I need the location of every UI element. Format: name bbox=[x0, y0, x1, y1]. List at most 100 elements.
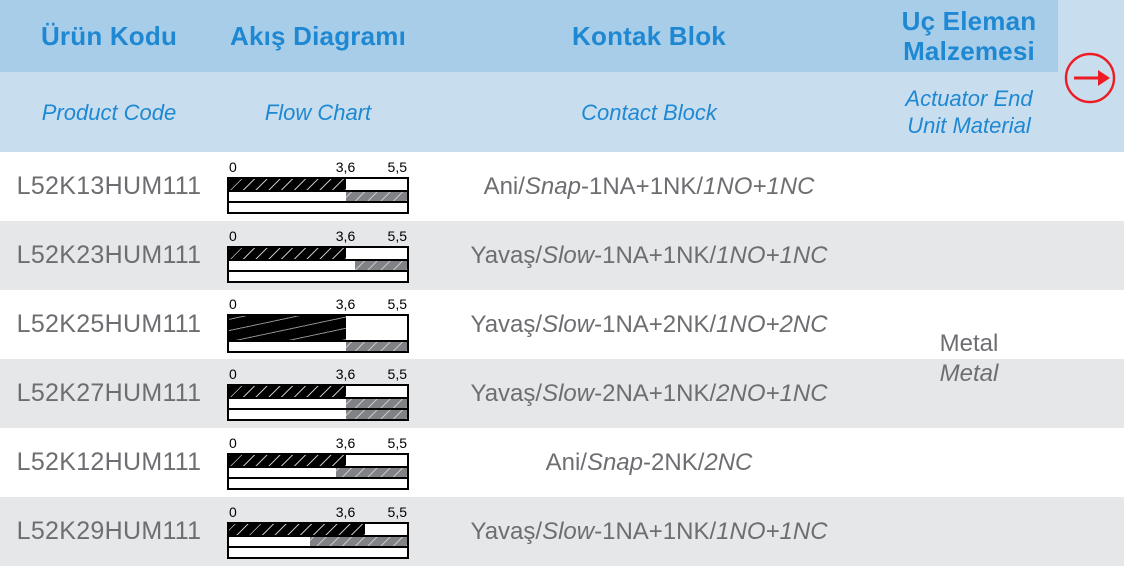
contact-block-cell: Ani / Snap - 1NA+1NK / 1NO+1NC bbox=[483, 172, 815, 200]
product-code-cell: L52K25HUM111 bbox=[16, 310, 202, 338]
contact-type-en: Slow bbox=[542, 310, 595, 338]
contact-code-tr: 2NA+1NK bbox=[602, 379, 710, 407]
contact-code-en: 2NO+1NC bbox=[716, 379, 828, 407]
flow-chart-bar bbox=[229, 545, 407, 557]
contact-type-en: Snap bbox=[586, 448, 644, 476]
axis-tick-label: 3,6 bbox=[335, 295, 356, 312]
axis-tick-label: 5,5 bbox=[387, 295, 407, 312]
axis-tick-label: 3,6 bbox=[335, 434, 356, 451]
axis-tick-label: 0 bbox=[229, 295, 237, 312]
flow-chart-segment-black bbox=[229, 178, 346, 190]
contact-type-tr: Yavaş bbox=[470, 310, 536, 338]
flow-chart: 0 3,6 5,5 bbox=[227, 365, 409, 421]
flow-chart-bar bbox=[229, 269, 407, 281]
header-actuator-material-tr: Uç Eleman Malzemesi bbox=[880, 0, 1058, 72]
axis-tick-label: 5,5 bbox=[387, 227, 407, 244]
flow-chart-cell: 0 3,6 5,5 bbox=[218, 290, 418, 359]
product-code-cell: L52K13HUM111 bbox=[16, 172, 202, 200]
header-right-spacer-top bbox=[1058, 0, 1124, 72]
header-product-code-tr: Ürün Kodu bbox=[40, 21, 178, 51]
contact-type-en: Slow bbox=[542, 241, 595, 269]
header-contact-block-en: Contact Block bbox=[581, 99, 717, 125]
product-code-cell: L52K23HUM111 bbox=[16, 241, 202, 269]
axis-tick-label: 3,6 bbox=[335, 503, 356, 520]
header-band-turkish bbox=[0, 0, 1058, 72]
contact-type-en: Slow bbox=[542, 379, 595, 407]
flow-chart-bar bbox=[229, 454, 407, 466]
flow-chart-segment-black bbox=[229, 454, 346, 466]
flow-chart-bar bbox=[229, 339, 407, 351]
contact-code-en: 1NO+1NC bbox=[716, 517, 828, 545]
axis-tick-label: 0 bbox=[229, 158, 237, 175]
flow-chart-bars bbox=[227, 313, 409, 353]
circle-arrow-right-icon[interactable] bbox=[1062, 50, 1118, 106]
contact-code-tr: 2NK bbox=[651, 448, 698, 476]
flow-chart-segment-black bbox=[229, 385, 346, 397]
flow-chart-segment-gray bbox=[345, 191, 407, 201]
contact-block-cell: Ani / Snap - 2NK / 2NC bbox=[545, 448, 753, 476]
flow-chart-bar bbox=[229, 200, 407, 212]
contact-block-cell: Yavaş / Slow - 1NA+2NK / 1NO+2NC bbox=[470, 310, 828, 338]
flow-chart-cell: 0 3,6 5,5 bbox=[218, 497, 418, 566]
flow-chart-segment-gray bbox=[355, 260, 407, 270]
axis-tick-label: 5,5 bbox=[387, 158, 407, 175]
flow-chart-axis: 0 3,6 5,5 bbox=[227, 158, 409, 177]
flow-chart-bar bbox=[229, 465, 407, 477]
contact-code-tr: 1NA+1NK bbox=[588, 172, 697, 200]
contact-block-cell: Yavaş / Slow - 2NA+1NK / 2NO+1NC bbox=[470, 379, 828, 407]
flow-chart-bars bbox=[227, 176, 409, 214]
axis-tick-label: 0 bbox=[229, 503, 237, 520]
contact-type-tr: Yavaş bbox=[470, 517, 536, 545]
axis-tick-label: 3,6 bbox=[335, 158, 356, 175]
flow-chart-bar bbox=[229, 523, 407, 535]
contact-code-tr: 1NA+2NK bbox=[602, 310, 710, 338]
header-actuator-material-tr-line1: Uç Eleman bbox=[901, 6, 1037, 36]
header-actuator-material-en-line1: Actuator End bbox=[905, 86, 1033, 111]
flow-chart-segment-black bbox=[229, 523, 365, 535]
flow-chart-bar bbox=[229, 315, 407, 340]
axis-tick-label: 3,6 bbox=[335, 365, 356, 382]
flow-chart-segment-black bbox=[229, 315, 346, 340]
flow-chart-bar bbox=[229, 385, 407, 397]
header-flow-chart-tr: Akış Diagramı bbox=[229, 21, 406, 51]
header-actuator-material-tr-line2: Malzemesi bbox=[903, 36, 1035, 66]
contact-type-tr: Ani bbox=[545, 448, 581, 476]
contact-type-tr: Ani bbox=[483, 172, 519, 200]
axis-tick-label: 5,5 bbox=[387, 365, 407, 382]
flow-chart-bar bbox=[229, 247, 407, 259]
contact-code-tr: 1NA+1NK bbox=[602, 517, 710, 545]
header-band-english bbox=[0, 72, 1058, 152]
actuator-material-cell: Metal Metal bbox=[880, 152, 1058, 566]
flow-chart-bars bbox=[227, 245, 409, 283]
flow-chart-segment-gray bbox=[345, 398, 407, 408]
header-actuator-material-en: Actuator End Unit Material bbox=[880, 72, 1058, 152]
flow-chart-cell: 0 3,6 5,5 bbox=[218, 359, 418, 428]
axis-tick-label: 0 bbox=[229, 365, 237, 382]
flow-chart-bar bbox=[229, 258, 407, 270]
contact-code-en: 1NO+1NC bbox=[716, 241, 828, 269]
header-flow-chart-en: Flow Chart bbox=[264, 99, 372, 125]
flow-chart-axis: 0 3,6 5,5 bbox=[227, 503, 409, 522]
flow-chart-axis: 0 3,6 5,5 bbox=[227, 295, 409, 314]
contact-type-tr: Yavaş bbox=[470, 241, 536, 269]
flow-chart-bar bbox=[229, 178, 407, 190]
contact-type-en: Snap bbox=[524, 172, 581, 200]
product-code-cell: L52K27HUM111 bbox=[16, 379, 202, 407]
flow-chart-bar bbox=[229, 407, 407, 419]
product-code-cell: L52K29HUM111 bbox=[16, 517, 202, 545]
axis-tick-label: 5,5 bbox=[387, 503, 407, 520]
header-product-code-en: Product Code bbox=[41, 99, 177, 125]
material-label-en: Metal bbox=[939, 360, 999, 387]
contact-block-cell: Yavaş / Slow - 1NA+1NK / 1NO+1NC bbox=[470, 241, 828, 269]
contact-code-en: 1NO+2NC bbox=[716, 310, 828, 338]
flow-chart-segment-black bbox=[229, 247, 346, 259]
flow-chart-axis: 0 3,6 5,5 bbox=[227, 365, 409, 384]
flow-chart-segment-gray bbox=[335, 467, 407, 477]
